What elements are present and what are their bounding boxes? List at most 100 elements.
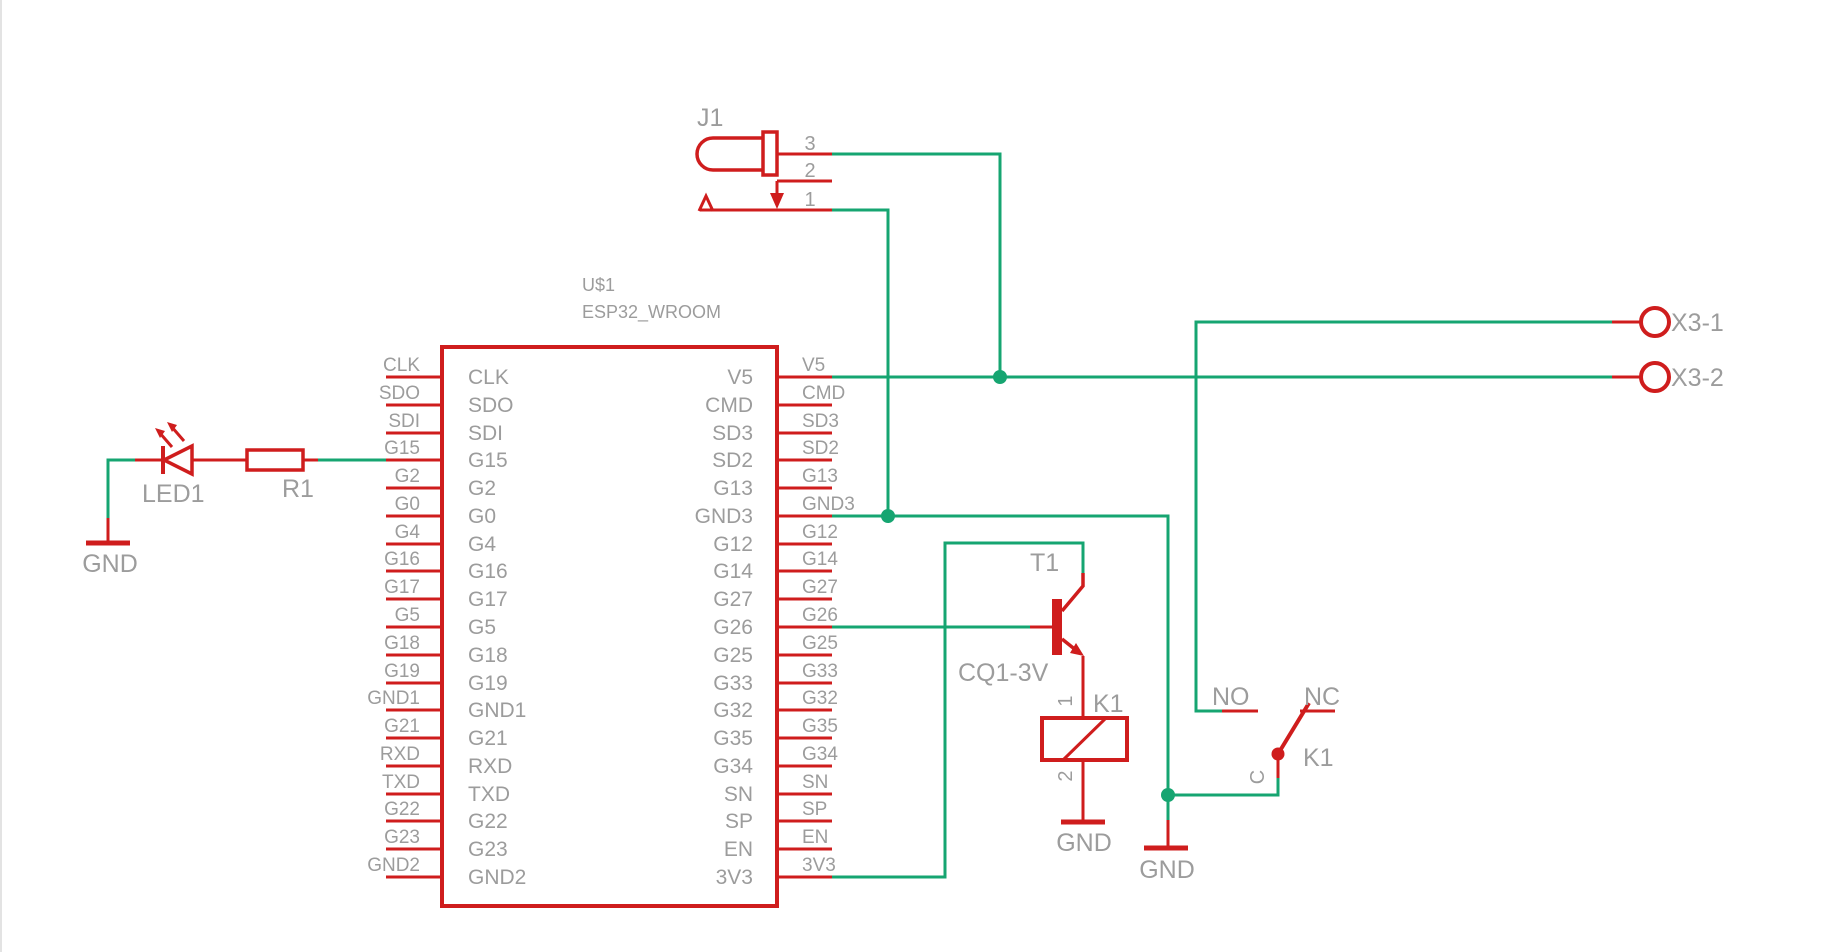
net-jack-sleeve-wire[interactable] (832, 208, 890, 516)
ic-pin-label-inner: G16 (468, 560, 508, 583)
relay-switch[interactable]: NO NC C K1 (1212, 683, 1340, 784)
ic-pin-label-inner: G23 (468, 838, 508, 861)
relay-switch-nc-label: NC (1304, 683, 1340, 711)
ic-pin-label-outer: SDO (379, 383, 420, 404)
transistor[interactable]: T1 (1030, 549, 1085, 718)
ic-pin-label-inner: G26 (713, 616, 753, 639)
ic-pin-label-inner: SDO (468, 394, 514, 417)
ic-pin-label-outer: G27 (802, 577, 838, 598)
ic-pin-label-outer: RXD (380, 744, 420, 765)
relay-coil[interactable]: 1 2 K1 CQ1-3V (958, 659, 1129, 820)
ic-pin-label-outer: V5 (802, 355, 825, 376)
ic-pin-label-outer: G16 (384, 549, 420, 570)
led-refdes: LED1 (142, 480, 205, 508)
ic-pin-label-outer: G25 (802, 633, 838, 654)
ic-pin-label-outer: G22 (384, 799, 420, 820)
relay-coil-diagonal (1061, 716, 1108, 762)
ic-pin-label-inner: G25 (713, 644, 753, 667)
terminal-label: X3-2 (1671, 364, 1724, 392)
ground-symbol[interactable]: GND (82, 540, 138, 578)
ic-pin-label-outer: G35 (802, 716, 838, 737)
ic-pin-label-inner: G19 (468, 672, 508, 695)
ic-pin-label-inner: G13 (713, 477, 753, 500)
ic-pin-label-outer: G23 (384, 827, 420, 848)
resistor-body (245, 448, 305, 472)
ic-pin-label-inner: TXD (468, 783, 510, 806)
ic-pin-label-inner: G32 (713, 699, 753, 722)
jack-pin-leads (700, 152, 832, 212)
ic-pin-label-inner: G33 (713, 672, 753, 695)
net-3v3-wire[interactable] (832, 541, 1085, 879)
ic-pin-label-inner: SDI (468, 422, 503, 445)
ic-pin-label-outer: GND2 (367, 855, 420, 876)
relay-switch-common-label: C (1247, 770, 1269, 784)
ic-pin-label-outer: G13 (802, 466, 838, 487)
led-emission-arrowhead (167, 422, 177, 432)
ic-pin-label-outer: G0 (395, 494, 420, 515)
terminal-label: X3-1 (1671, 309, 1724, 337)
net-gnd3-wire[interactable] (832, 514, 1280, 820)
ic-pin-label-inner: G27 (713, 588, 753, 611)
net-v5-wire[interactable] (832, 152, 1612, 379)
relay-switch-no-label: NO (1212, 683, 1250, 711)
junction-dot (881, 509, 895, 523)
net-x3-1-wire[interactable] (1194, 320, 1612, 713)
terminal-pad (1639, 306, 1671, 338)
ic-pin-label-outer: G19 (384, 661, 420, 682)
ic-pin-label-outer: G14 (802, 549, 838, 570)
led[interactable]: LED1 (106, 422, 247, 541)
relay-coil-refdes: K1 (1093, 690, 1124, 718)
ic-pin-label-outer: G17 (384, 577, 420, 598)
transistor-base-bar (1052, 599, 1062, 655)
resistor[interactable]: R1 (245, 448, 318, 503)
ic-pin-label-outer: CMD (802, 383, 845, 404)
ic-pin-label-outer: G34 (802, 744, 838, 765)
ic-pin-label-outer: G2 (395, 466, 420, 487)
ic-pin-label-inner: SN (724, 783, 753, 806)
ic-pin-label-outer: G12 (802, 522, 838, 543)
ic-pin-label-inner: G14 (713, 560, 753, 583)
ic-pin-label-outer: G21 (384, 716, 420, 737)
ground-label: GND (1056, 829, 1112, 857)
jack-center-pin-arrow (770, 193, 784, 209)
ic-pin-label-outer: EN (802, 827, 828, 848)
ic-pin-label-inner: GND3 (695, 505, 753, 528)
led-emission-arrowhead (155, 428, 165, 438)
ground-symbol[interactable]: GND (1139, 820, 1195, 884)
ic-pin-label-inner: GND2 (468, 866, 526, 889)
ic-pin-label-inner: G22 (468, 810, 508, 833)
relay-switch-lever (1276, 701, 1311, 756)
ic-pin-label-inner: CMD (705, 394, 753, 417)
ic-pin-label-outer: G33 (802, 661, 838, 682)
ic-pin-label-outer: G18 (384, 633, 420, 654)
ic-pin-label-inner: G18 (468, 644, 508, 667)
ic-pin-label-inner: V5 (727, 366, 753, 389)
ground-symbol[interactable]: GND (1056, 819, 1112, 857)
dc-jack[interactable]: J1 3 2 1 (695, 104, 832, 212)
ic-pin-label-inner: G0 (468, 505, 496, 528)
led-triangle (160, 443, 194, 477)
net-led-gnd-wire[interactable] (106, 458, 135, 518)
ic-value: ESP32_WROOM (582, 302, 721, 323)
esp32-module[interactable]: U$1 ESP32_WROOM CLK SDO SDI G15 G2 G0 G4… (367, 275, 855, 908)
jack-switch-contact (697, 192, 715, 212)
ic-pin-label-inner: G5 (468, 616, 496, 639)
ic-pin-leads-left (386, 375, 442, 879)
terminal-pad (1639, 361, 1671, 393)
terminal-x3-1[interactable]: X3-1 (1612, 306, 1724, 338)
resistor-refdes: R1 (282, 475, 314, 503)
ic-pin-label-inner: G34 (713, 755, 753, 778)
ic-pin-label-inner: CLK (468, 366, 509, 389)
ic-refdes: U$1 (582, 275, 615, 295)
jack-refdes: J1 (697, 104, 723, 132)
ic-pin-label-inner: 3V3 (716, 866, 753, 889)
junction-dot (993, 370, 1007, 384)
terminal-x3-2[interactable]: X3-2 (1612, 361, 1724, 393)
relay-coil-pin-number: 1 (1055, 695, 1077, 706)
ic-pin-label-outer: TXD (382, 772, 420, 793)
ic-pin-label-outer: 3V3 (802, 855, 836, 876)
ic-pin-label-outer: G26 (802, 605, 838, 626)
relay-switch-refdes: K1 (1303, 744, 1334, 772)
jack-pin-number: 3 (804, 133, 815, 155)
